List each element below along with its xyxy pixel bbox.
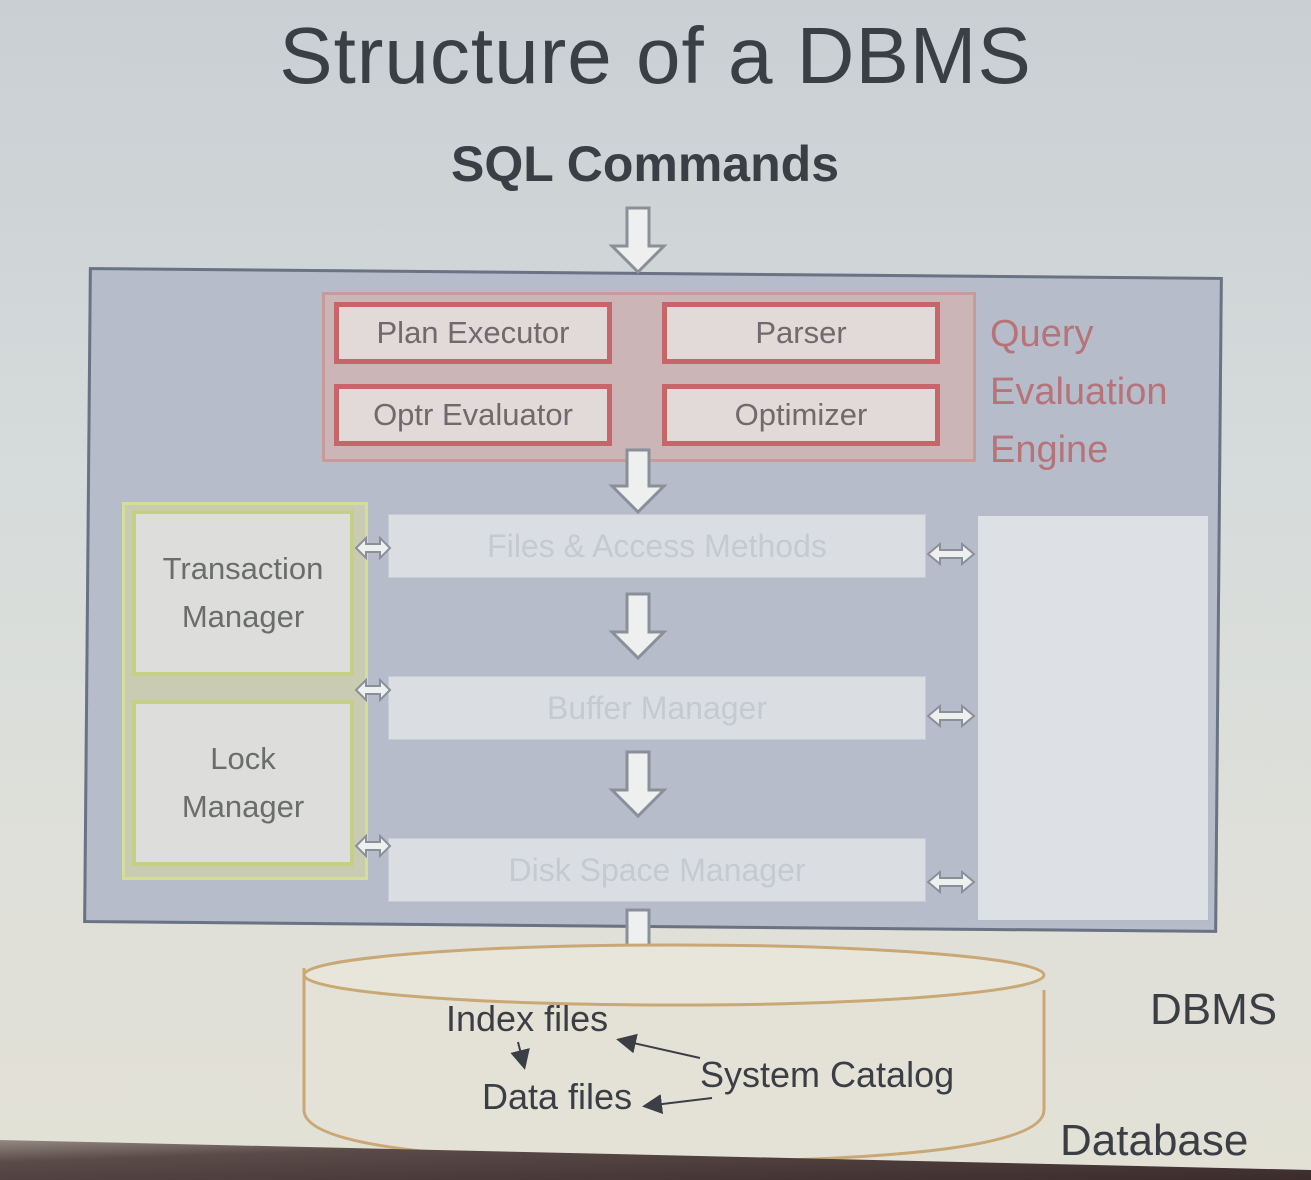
sql-commands-label: SQL Commands: [450, 136, 840, 192]
slide-title: Structure of a DBMS: [279, 11, 1032, 100]
qee-label-line: Evaluation: [990, 371, 1168, 413]
catalog-to-index-arrow: [616, 1033, 701, 1059]
system-catalog-label: System Catalog: [700, 1054, 955, 1095]
data-files-label: Data files: [482, 1076, 633, 1117]
bidirectional-arrow-icon: [926, 541, 976, 567]
transaction-manager-label: Transaction Manager: [162, 551, 324, 634]
bidirectional-arrow-icon: [926, 869, 976, 895]
qee-label-line: Query: [990, 313, 1094, 355]
catalog-to-data-arrow: [642, 1094, 713, 1115]
lock-manager-box: Lock Manager: [132, 700, 354, 866]
bidirectional-arrow-icon: [354, 833, 392, 859]
optimizer-box: Optimizer: [662, 384, 940, 446]
lock-manager-label: Lock Manager: [181, 741, 305, 824]
bidirectional-arrow-icon: [354, 677, 392, 703]
buffer-manager-box: Buffer Manager: [388, 676, 926, 740]
down-arrow-icon: [608, 206, 668, 275]
database-label: Database: [1060, 1116, 1249, 1165]
down-arrow-icon: [608, 448, 668, 515]
query-evaluation-engine-label: Query Evaluation Engine: [990, 305, 1210, 479]
index-files-label: Index files: [446, 998, 609, 1039]
parser-box: Parser: [662, 302, 940, 364]
down-arrow-icon: [608, 750, 668, 819]
down-arrow-icon: [608, 592, 668, 661]
plan-executor-box: Plan Executor: [334, 302, 612, 364]
bidirectional-arrow-icon: [354, 535, 392, 561]
optr-evaluator-box: Optr Evaluator: [334, 384, 612, 446]
recovery-manager-box: [976, 514, 1210, 922]
database-cylinder: [302, 943, 1046, 1164]
files-access-methods-box: Files & Access Methods: [388, 514, 926, 578]
disk-space-manager-box: Disk Space Manager: [388, 838, 926, 902]
transaction-manager-box: Transaction Manager: [132, 510, 354, 676]
bidirectional-arrow-icon: [926, 703, 976, 729]
qee-label-line: Engine: [990, 429, 1109, 471]
dbms-label: DBMS: [1150, 985, 1278, 1034]
index-to-data-arrow: [510, 1041, 530, 1070]
